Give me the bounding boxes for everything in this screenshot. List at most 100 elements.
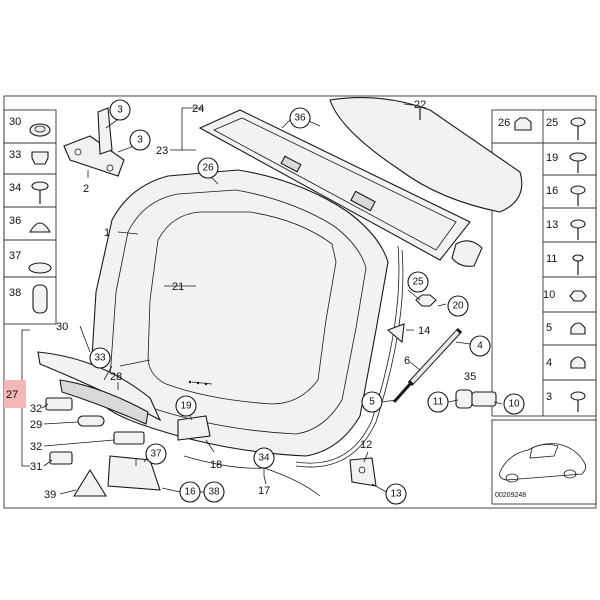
callout-circle-34: [253, 447, 275, 469]
label-21: 21: [172, 281, 184, 293]
part-labels: 2 1 21 24 23 22 30 28 29 27 32 32 31 39 …: [4, 99, 476, 501]
lens-29: [77, 415, 105, 427]
callout-circle-13: [385, 483, 407, 505]
callout-25: 25: [412, 277, 424, 288]
label-32b: 32: [30, 441, 42, 453]
callout-circles: 3 3 36 26 25 33 19 37 16 38 34 4 5 11 10…: [89, 99, 525, 505]
callout-19: 19: [180, 401, 192, 412]
bolt-11-part: [572, 254, 584, 262]
lock-cylinder-35: [455, 389, 497, 409]
left-column-box: [3, 109, 57, 325]
label-1: 1: [104, 227, 110, 239]
label-35: 35: [464, 371, 476, 383]
car-thumbnail-box: [491, 419, 597, 505]
label-22: 22: [414, 99, 426, 111]
light-32: [113, 431, 145, 445]
clip-4-part: [570, 356, 586, 369]
label-17: 17: [258, 485, 270, 497]
hinge-assembly: [63, 107, 125, 177]
switch-32: [45, 397, 73, 411]
trim-clip: [451, 240, 483, 267]
bolt-25-part: [570, 117, 586, 127]
clip-5-part: [570, 322, 586, 335]
label-14: 14: [418, 325, 430, 337]
label-31: 31: [30, 461, 42, 473]
callout-circle-38: [203, 481, 225, 503]
callout-11: 11: [433, 397, 444, 408]
left-col-label-1: 30: [9, 116, 21, 128]
callout-circle-10: [503, 393, 525, 415]
callout-circle-20: [447, 295, 469, 317]
bracket-14: [386, 323, 405, 344]
callout-circle-36: [289, 107, 311, 129]
right-col-label-25: 25: [546, 117, 558, 129]
tailgate-assembly: [89, 169, 389, 457]
clip-part: [31, 151, 49, 165]
right-col-label-19: 19: [546, 152, 558, 164]
highlight-27: [4, 380, 26, 408]
callout-36: 36: [294, 113, 306, 124]
callout-circle-3a: [109, 99, 131, 121]
callout-3b: 3: [137, 135, 143, 146]
label-39: 39: [44, 489, 56, 501]
callout-circle-26: [197, 157, 219, 179]
callout-38: 38: [208, 487, 220, 498]
upper-trim-panel: [198, 109, 483, 267]
callout-37: 37: [150, 449, 162, 460]
left-col-label-5: 37: [9, 250, 21, 262]
right-column-box: [491, 109, 597, 417]
label-30: 30: [56, 321, 68, 333]
right-col-label-16: 16: [546, 185, 558, 197]
bolt-3-part: [570, 391, 586, 401]
callout-circle-3b: [129, 129, 151, 151]
callout-20: 20: [452, 301, 464, 312]
rear-spoiler-22: [329, 97, 523, 213]
grommet-part: [29, 123, 51, 137]
bolt-19-part: [569, 152, 587, 162]
callout-10: 10: [508, 399, 520, 410]
reference-number: 00209248: [495, 492, 526, 499]
callout-circle-37: [145, 443, 167, 465]
bracket-12: [349, 457, 377, 487]
weatherstrip-seal: [295, 245, 400, 464]
label-27: 27: [6, 389, 18, 401]
car-thumbnail: 00209248: [491, 419, 597, 505]
rear-window-glass: [147, 211, 337, 405]
callout-13: 13: [390, 489, 402, 500]
warning-triangle-39: [73, 468, 107, 497]
right-col-label-3: 3: [546, 391, 552, 403]
label-12: 12: [360, 439, 372, 451]
callout-26: 26: [202, 163, 214, 174]
callout-circle-11: [427, 391, 449, 413]
lock-mechanism-15: [107, 455, 161, 491]
callout-circle-5: [361, 391, 383, 413]
label-2: 2: [83, 183, 89, 195]
tailgate-frame: [89, 169, 389, 457]
rubber-buffer-part: [29, 222, 51, 233]
bolt-13-part: [570, 219, 586, 229]
right-parts-column: 26 25 19 16 13 11 10 5 4 3: [491, 109, 597, 417]
callout-circle-4: [469, 335, 491, 357]
callout-circle-33: [89, 347, 111, 369]
nut-20: [415, 294, 437, 307]
right-col-label-26: 26: [498, 117, 510, 129]
right-col-label-4: 4: [546, 357, 552, 369]
car-outline-icon: [499, 443, 586, 481]
callout-34: 34: [258, 453, 270, 464]
label-18: 18: [210, 459, 222, 471]
right-col-label-11: 11: [546, 253, 557, 265]
handle-strip-28: [59, 379, 149, 425]
callout-circle-19: [175, 395, 197, 417]
screw-part: [31, 181, 49, 191]
label-6: 6: [404, 355, 410, 367]
left-col-label-6: 38: [9, 287, 21, 299]
right-col-label-10: 10: [543, 289, 555, 301]
plug-31: [49, 451, 73, 465]
label-23: 23: [156, 145, 168, 157]
callout-5: 5: [369, 397, 375, 408]
right-col-label-5: 5: [546, 322, 552, 334]
left-parts-column: 30 33 34 36 37 38: [3, 109, 57, 325]
bolt-16-part: [570, 185, 586, 195]
